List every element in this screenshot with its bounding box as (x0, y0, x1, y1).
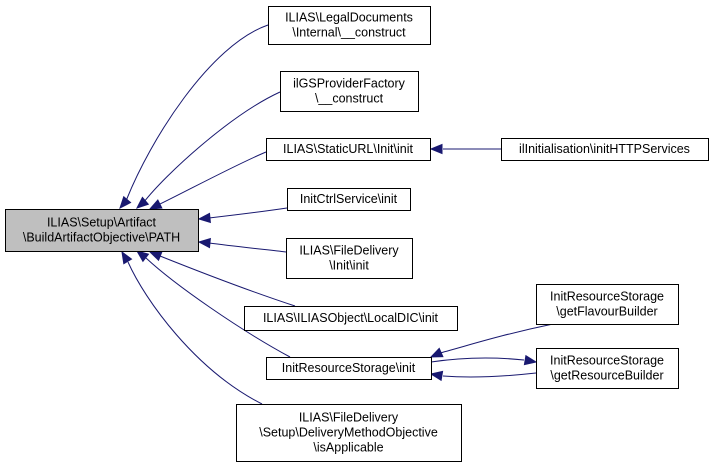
edge-localdic-to-path (148, 251, 296, 307)
nodes-layer: ILIAS\Setup\Artifact\BuildArtifactObject… (5, 6, 709, 462)
node-localdic[interactable]: ILIAS\ILIASObject\LocalDIC\init (244, 306, 458, 331)
node-label-line: ILIAS\StaticURL\Init\init (283, 142, 413, 156)
node-label-line: InitResourceStorage\init (282, 361, 416, 375)
edge-resbuilder-to-initresource (429, 370, 537, 382)
node-initialisation[interactable]: ilInitialisation\initHTTPServices (501, 138, 709, 161)
edge-line (430, 357, 525, 363)
edge-line (145, 257, 291, 358)
node-label-line: ILIAS\FileDelivery (299, 244, 399, 258)
node-label-line: \__construct (315, 92, 384, 106)
node-label-line: \getFlavourBuilder (556, 305, 657, 319)
node-box[interactable] (266, 357, 432, 380)
edge-line (143, 91, 281, 203)
edge-line (125, 24, 269, 202)
edge-gsprovider-to-path (135, 91, 281, 209)
edge-line (442, 372, 537, 378)
node-legaldocs[interactable]: ILIAS\LegalDocuments\Internal\__construc… (268, 6, 431, 45)
node-staticurl[interactable]: ILIAS\StaticURL\Init\init (266, 138, 431, 161)
node-deliverymethod[interactable]: ILIAS\FileDelivery\Setup\DeliveryMethodO… (236, 404, 462, 462)
arrowhead-icon (523, 354, 538, 366)
edge-initctrl-to-path (197, 207, 288, 224)
node-box[interactable] (536, 284, 679, 325)
node-label-line: ILIAS\ILIASObject\LocalDIC\init (263, 311, 439, 325)
edge-initresource-to-resbuilder (430, 354, 538, 366)
edge-flavour-to-initresource (429, 323, 554, 358)
node-box[interactable] (280, 71, 419, 112)
node-box[interactable] (236, 404, 462, 462)
node-label-line: \getResourceBuilder (550, 369, 663, 383)
node-label-line: InitResourceStorage (550, 290, 664, 304)
arrowhead-icon (429, 347, 444, 358)
node-box[interactable] (268, 6, 431, 45)
node-label-line: \isApplicable (313, 441, 383, 455)
node-box[interactable] (5, 209, 199, 252)
edge-line (208, 207, 288, 219)
node-resbuilder[interactable]: InitResourceStorage\getResourceBuilder (536, 348, 679, 389)
arrowhead-icon (148, 199, 163, 210)
node-label-line: ilGSProviderFactory (293, 77, 406, 91)
arrowhead-icon (121, 250, 133, 265)
edge-staticurl-to-path (148, 151, 267, 210)
node-gsprovider[interactable]: ilGSProviderFactory\__construct (280, 71, 419, 112)
edge-initialisation-to-staticurl (429, 143, 502, 155)
edge-deliverymethod-to-path (121, 250, 263, 405)
arrowhead-icon (135, 250, 150, 263)
node-initresource[interactable]: InitResourceStorage\init (266, 357, 432, 380)
arrowhead-icon (148, 251, 163, 262)
node-label-line: ilInitialisation\initHTTPServices (519, 142, 690, 156)
node-label-line: ILIAS\LegalDocuments (285, 11, 413, 25)
node-flavour[interactable]: InitResourceStorage\getFlavourBuilder (536, 284, 679, 325)
node-label-line: \Internal\__construct (292, 26, 406, 40)
node-box[interactable] (266, 138, 431, 161)
edge-line (439, 323, 554, 354)
node-filedelivery-init[interactable]: ILIAS\FileDelivery\Init\init (286, 238, 413, 279)
edge-line (159, 255, 296, 307)
node-box[interactable] (501, 138, 709, 161)
node-path[interactable]: ILIAS\Setup\Artifact\BuildArtifactObject… (5, 209, 199, 252)
arrowhead-icon (197, 212, 211, 224)
arrowhead-icon (197, 237, 211, 249)
node-label-line: ILIAS\FileDelivery (299, 411, 399, 425)
arrowhead-icon (119, 195, 132, 210)
node-label-line: ILIAS\Setup\Artifact (47, 216, 157, 230)
node-box[interactable] (244, 306, 458, 331)
edge-filedelivery_init-to-path (197, 237, 287, 253)
edge-legaldocs-to-path (119, 24, 269, 210)
node-label-line: \Setup\DeliveryMethodObjective (259, 426, 438, 440)
node-box[interactable] (536, 348, 679, 389)
arrowhead-icon (135, 196, 150, 209)
node-initctrl[interactable]: InitCtrlService\init (287, 188, 411, 211)
edge-line (208, 242, 287, 253)
edge-initresource-to-path (135, 250, 291, 358)
node-label-line: InitCtrlService\init (300, 192, 398, 206)
edges-layer (119, 24, 554, 405)
node-box[interactable] (286, 238, 413, 279)
edge-line (157, 151, 267, 206)
node-label-line: \BuildArtifactObjective\PATH (23, 231, 180, 245)
arrowhead-icon (429, 143, 443, 155)
arrowhead-icon (429, 370, 444, 382)
edge-line (127, 261, 263, 405)
node-label-line: \Init\init (329, 259, 369, 273)
node-label-line: InitResourceStorage (550, 354, 664, 368)
node-box[interactable] (287, 188, 411, 211)
